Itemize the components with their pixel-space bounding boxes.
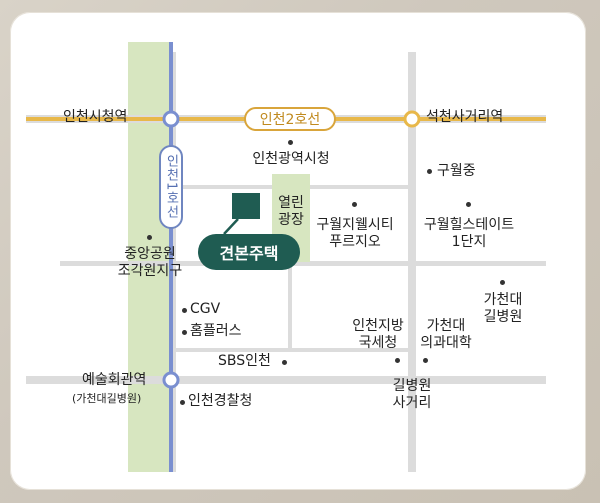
map-card: 인천시청역 인천2호선 석천사거리역 인천1호선 인천광역시청 구월중 열린 광… xyxy=(10,12,586,490)
model-house-callout: 견본주택 xyxy=(198,234,300,270)
road-left-vertical xyxy=(172,52,176,472)
jiwell-dot xyxy=(352,202,357,207)
model-house-marker xyxy=(232,193,260,219)
incheon-city-hall-label: 인천광역시청 xyxy=(252,151,330,167)
road-main-bottom xyxy=(26,376,546,384)
incheon-line1-badge: 인천1호선 xyxy=(159,145,183,229)
city-hall-dot xyxy=(288,140,293,145)
seokcheon-station-marker xyxy=(403,110,421,128)
incheon-line2-badge: 인천2호선 xyxy=(244,107,336,131)
callout-pointer xyxy=(223,218,239,235)
sbs-incheon-label: SBS인천 xyxy=(218,353,271,369)
incheon-city-hall-station-marker xyxy=(162,110,180,128)
subway-line1 xyxy=(169,42,173,472)
central-park-dot xyxy=(147,235,152,240)
hillstate-label: 구월힐스테이트 1단지 xyxy=(423,217,515,250)
art-center-station-sub: (가천대길병원) xyxy=(72,392,142,405)
gachon-medical-dot xyxy=(423,358,428,363)
homeplus-dot xyxy=(182,330,187,335)
cgv-label: CGV xyxy=(190,301,221,317)
guwol-middle-dot xyxy=(427,169,432,174)
jiwell-city-label: 구월지웰시티 푸르지오 xyxy=(316,217,394,250)
gachon-hospital-dot xyxy=(500,280,505,285)
incheon-police-label: 인천경찰청 xyxy=(188,393,253,409)
homeplus-label: 홈플러스 xyxy=(190,323,242,339)
art-center-station-label: 예술회관역 xyxy=(82,372,147,388)
seokcheon-station-label: 석천사거리역 xyxy=(426,109,504,125)
police-dot xyxy=(180,400,185,405)
art-center-station-marker xyxy=(162,371,180,389)
road-mid xyxy=(60,261,546,266)
road-right-vertical xyxy=(408,52,416,472)
tax-office-label: 인천지방 국세청 xyxy=(352,318,404,351)
yeolin-plaza-label: 열린 광장 xyxy=(278,195,304,228)
hillstate-dot xyxy=(466,202,471,207)
incheon-city-hall-station-label: 인천시청역 xyxy=(63,109,128,125)
gil-hospital-intersection-label: 길병원 사거리 xyxy=(392,378,432,411)
tax-office-dot xyxy=(395,358,400,363)
sbs-incheon-dot xyxy=(282,360,287,365)
central-park-label: 중앙공원 조각원지구 xyxy=(117,246,183,279)
gachon-medical-label: 가천대 의과대학 xyxy=(420,318,472,351)
cgv-dot xyxy=(182,308,187,313)
road-center-vertical xyxy=(288,266,292,350)
guwol-middle-label: 구월중 xyxy=(437,163,476,179)
gachon-hospital-label: 가천대 길병원 xyxy=(483,292,523,325)
